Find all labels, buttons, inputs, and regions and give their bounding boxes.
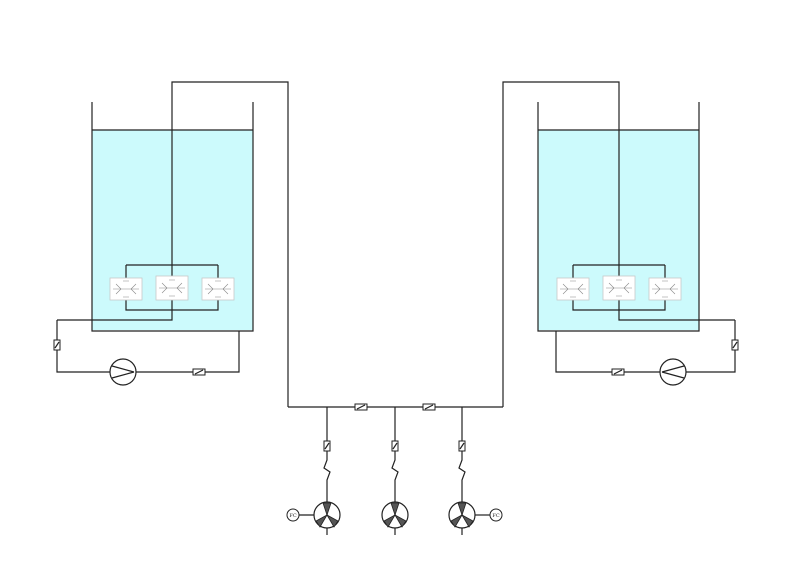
left-tank-walls bbox=[91, 102, 254, 332]
left-recirculation-pipe bbox=[56, 320, 240, 373]
blower-3-fc-label: FC bbox=[492, 513, 499, 519]
right-air-drop-pipe bbox=[502, 81, 620, 407]
right-tank-walls bbox=[537, 102, 700, 332]
right-diffuser-bottom-header bbox=[572, 300, 735, 321]
blower-1: FC bbox=[286, 407, 341, 535]
left-loop-valve-horizontal bbox=[192, 368, 206, 376]
left-diffuser-bottom-header bbox=[57, 300, 219, 321]
left-diffuser-2 bbox=[155, 275, 189, 301]
left-air-drop-pipe bbox=[171, 81, 289, 407]
blower-3: FC bbox=[448, 407, 503, 535]
blower-2-fan-icon bbox=[381, 501, 409, 529]
blower-1-fc-label: FC bbox=[289, 513, 296, 519]
blower-3-check-valve bbox=[458, 440, 466, 452]
left-diffuser-1 bbox=[109, 277, 143, 301]
right-diffuser-1 bbox=[556, 277, 590, 301]
blower-2-check-valve bbox=[391, 440, 399, 452]
blower-2 bbox=[381, 407, 409, 535]
manifold-valve-right bbox=[422, 403, 436, 411]
right-recirculation-pipe bbox=[555, 320, 736, 373]
right-diffuser-2 bbox=[602, 275, 636, 301]
blower-1-fan-icon bbox=[313, 501, 341, 529]
left-tank bbox=[53, 81, 289, 407]
right-pump-icon bbox=[659, 358, 687, 386]
blower-1-check-valve bbox=[323, 440, 331, 452]
left-loop-valve-vertical bbox=[53, 339, 61, 351]
manifold-valve-left bbox=[354, 403, 368, 411]
right-tank bbox=[502, 81, 739, 407]
right-diffuser-header bbox=[572, 264, 666, 280]
blower-3-fc-tag: FC bbox=[489, 508, 503, 522]
blower-1-fc-tag: FC bbox=[286, 508, 300, 522]
left-pump-icon bbox=[109, 358, 137, 386]
right-loop-valve-vertical bbox=[731, 339, 739, 351]
left-diffuser-3 bbox=[201, 277, 235, 301]
right-loop-valve-horizontal bbox=[611, 368, 625, 376]
blower-3-fan-icon bbox=[448, 501, 476, 529]
left-diffuser-header bbox=[125, 264, 219, 280]
right-diffuser-3 bbox=[648, 277, 682, 301]
